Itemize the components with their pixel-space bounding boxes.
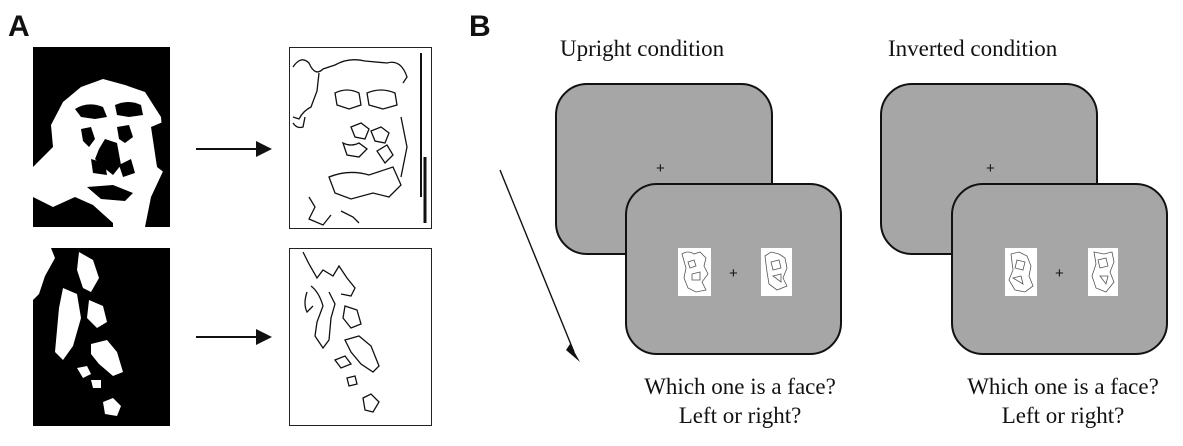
question-line-1: Which one is a face?: [644, 374, 836, 399]
question-line-1: Which one is a face?: [967, 374, 1159, 399]
inverted-choice-screen: +: [951, 183, 1168, 355]
fixation-cross: +: [729, 265, 738, 282]
panel-b-label: B: [469, 10, 491, 43]
line-drawing-bottom: [289, 248, 432, 426]
upright-choice-screen: +: [625, 183, 842, 355]
upright-condition-title: Upright condition: [560, 36, 725, 61]
mooney-face-bottom: [33, 248, 170, 426]
upright-question: Which one is a face? Left or right?: [620, 372, 860, 430]
question-line-2: Left or right?: [678, 403, 802, 428]
inverted-condition-title: Inverted condition: [888, 36, 1058, 61]
upright-left-thumbnail: [678, 248, 711, 296]
arrow-right-icon: [196, 141, 272, 157]
panel-a-label: A: [8, 10, 30, 43]
upright-right-thumbnail: [761, 248, 792, 296]
mooney-face-top: [33, 47, 170, 227]
fixation-cross: +: [986, 160, 995, 177]
time-arrow-icon: [499, 169, 580, 362]
inverted-left-thumbnail: [1005, 248, 1037, 296]
inverted-right-thumbnail: [1088, 248, 1118, 296]
fixation-cross: +: [1055, 265, 1064, 282]
arrow-right-icon: [196, 329, 272, 345]
fixation-cross: +: [656, 160, 665, 177]
inverted-question: Which one is a face? Left or right?: [945, 372, 1181, 430]
line-drawing-top: [289, 47, 432, 229]
question-line-2: Left or right?: [1001, 403, 1125, 428]
